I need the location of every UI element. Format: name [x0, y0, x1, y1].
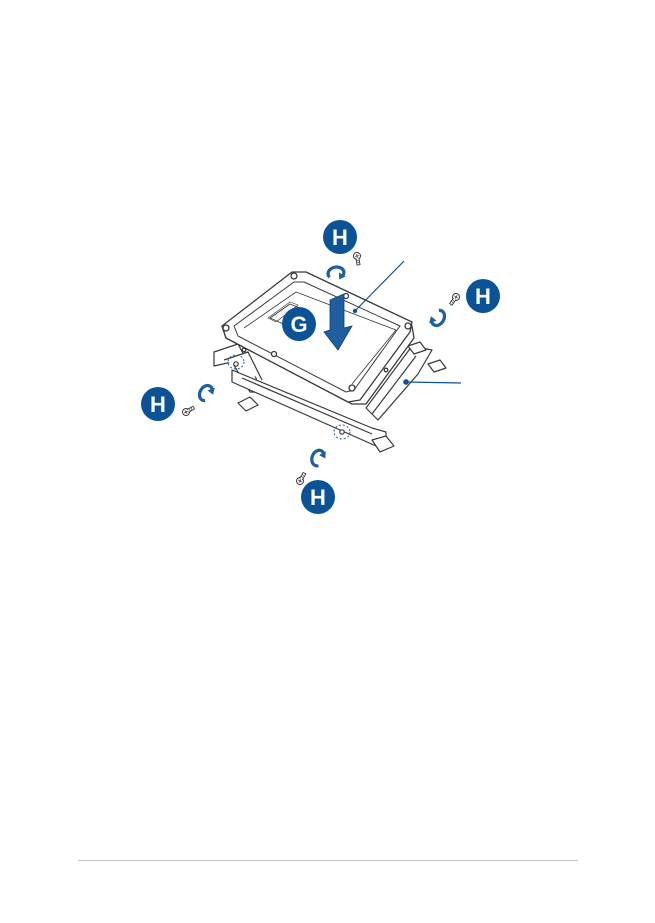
callout-h-right: H: [466, 279, 500, 313]
bracket-leader-line: [405, 381, 462, 384]
callout-h-left: H: [141, 387, 175, 421]
bracket-leader-dot: [403, 379, 409, 385]
screw-icon: [294, 470, 309, 487]
callout-h-top-label: H: [332, 225, 348, 250]
rotate-arrow-icon: [308, 445, 330, 470]
callout-g-label: G: [290, 312, 307, 337]
hdd-leader-line: [354, 260, 405, 312]
callout-h-left-label: H: [150, 392, 166, 417]
hdd-leader-dot: [352, 308, 358, 314]
screw-icon: [180, 403, 197, 418]
callout-h-top: H: [323, 220, 357, 254]
mounting-hole-highlights: [227, 354, 351, 440]
rotate-arrow-icon: [425, 305, 449, 331]
callout-g: G: [282, 307, 316, 341]
footer-divider: [78, 860, 578, 861]
callout-h-right-label: H: [475, 284, 491, 309]
rotate-arrow-icon: [195, 380, 219, 406]
rotate-arrow-icon: [325, 263, 348, 283]
down-arrow-icon: [323, 293, 353, 351]
callout-h-bottom: H: [301, 480, 335, 514]
hdd-bracket: [213, 341, 447, 453]
screw-icon: [352, 251, 363, 266]
screw-icon: [447, 291, 462, 307]
leader-lines: [354, 260, 462, 384]
callout-h-bottom-label: H: [310, 485, 326, 510]
